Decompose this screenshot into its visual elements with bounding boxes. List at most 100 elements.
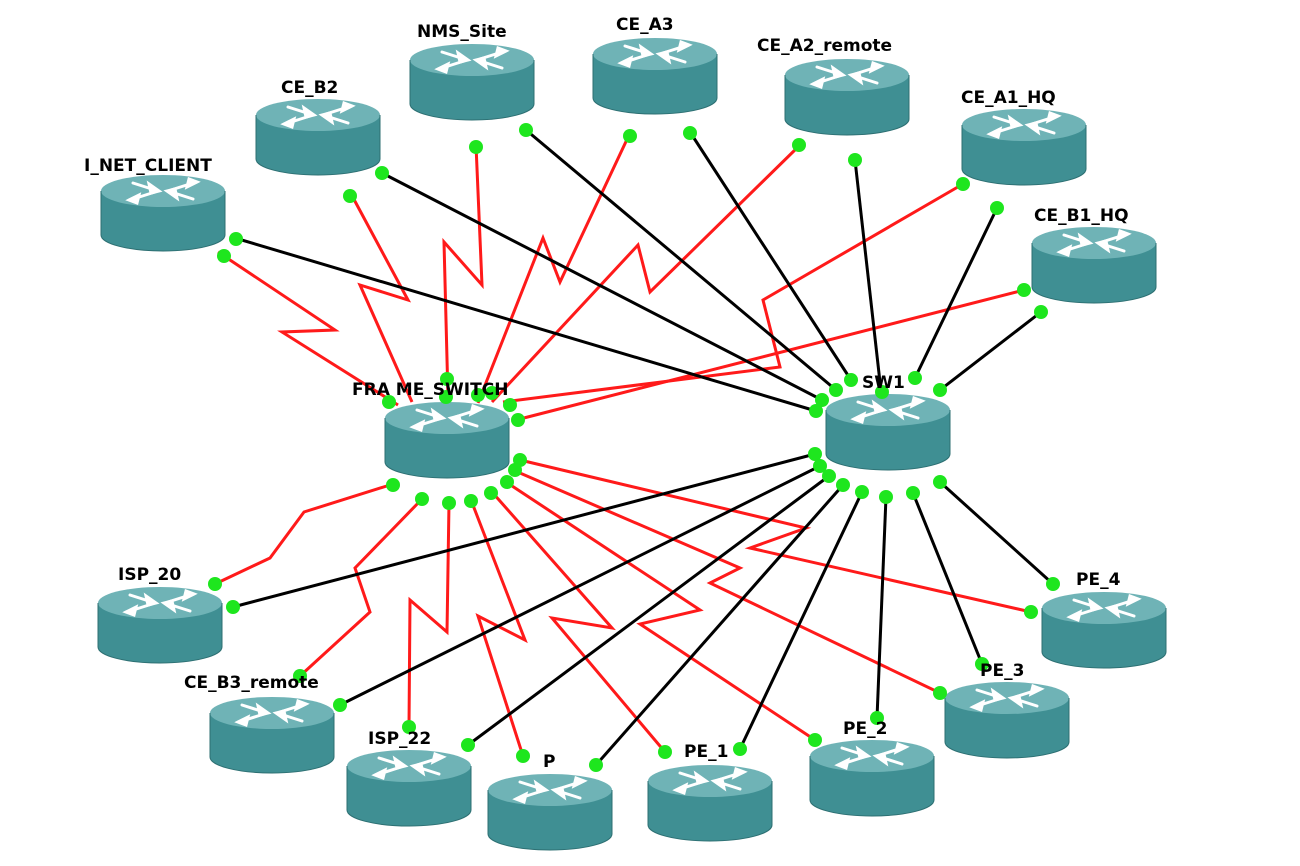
router-icon (208, 695, 336, 775)
ethernet-link-i-net-client[interactable] (234, 236, 817, 413)
router-ce-b1-hq[interactable] (1030, 225, 1158, 305)
serial-link-ce-b3-remote[interactable] (298, 497, 424, 678)
ethernet-link-ce-a1-hq[interactable] (913, 207, 999, 379)
device-label: CE_B2 (281, 78, 338, 98)
serial-link-pe-3[interactable] (512, 468, 941, 695)
router-nms-site[interactable] (408, 42, 536, 122)
serial-link-ce-a2-remote[interactable] (490, 143, 802, 404)
router-i-net-client[interactable] (99, 173, 227, 253)
port-indicator-icon (226, 600, 240, 614)
ethernet-link-ce-b3-remote[interactable] (339, 464, 821, 707)
ethernet-link-pe-1[interactable] (738, 491, 864, 750)
port-indicator-icon (503, 398, 517, 412)
device-label: CE_A2_remote (757, 36, 892, 56)
router-icon (96, 585, 224, 665)
port-indicator-icon (485, 386, 499, 400)
router-icon (783, 57, 911, 137)
router-icon (960, 107, 1088, 187)
serial-link-pe-4[interactable] (519, 458, 1032, 614)
router-pe-1[interactable] (646, 763, 774, 843)
port-indicator-icon (1034, 305, 1048, 319)
device-label: PE_1 (684, 742, 728, 762)
router-icon (943, 680, 1071, 760)
port-indicator-icon (442, 496, 456, 510)
serial-link-ce-b1-hq[interactable] (515, 288, 1025, 422)
router-pe-2[interactable] (808, 738, 936, 818)
device-label: ISP_20 (118, 565, 181, 585)
port-indicator-icon (343, 189, 357, 203)
port-indicator-icon (382, 395, 396, 409)
router-icon (824, 392, 952, 472)
router-icon (408, 42, 536, 122)
router-ce-b2[interactable] (254, 97, 382, 177)
ethernet-link-pe-4[interactable] (938, 480, 1055, 586)
router-icon (808, 738, 936, 818)
serial-link-p[interactable] (469, 499, 528, 757)
port-indicator-icon (829, 383, 843, 397)
port-indicator-icon (1017, 283, 1031, 297)
router-ce-a2-remote[interactable] (783, 57, 911, 137)
port-indicator-icon (933, 383, 947, 397)
port-indicator-icon (808, 447, 822, 461)
router-pe-3[interactable] (943, 680, 1071, 760)
port-indicator-icon (855, 485, 869, 499)
device-labels: NMS_Site CE_A3 CE_A2_remote CE_B2 CE_A1_… (84, 15, 1129, 772)
router-ce-a3[interactable] (591, 36, 719, 116)
serial-link-ce-b2[interactable] (348, 191, 414, 403)
serial-link-nms-site[interactable] (442, 144, 484, 399)
serial-link-ce-a3[interactable] (476, 132, 632, 404)
ethernet-link-isp-22[interactable] (467, 474, 830, 747)
port-indicator-icon (623, 129, 637, 143)
router-icon (1040, 590, 1168, 670)
router-ce-a1-hq[interactable] (960, 107, 1088, 187)
device-label: PE_4 (1076, 570, 1121, 590)
ethernet-link-nms-site[interactable] (525, 128, 837, 392)
port-indicator-icon (990, 201, 1004, 215)
serial-link-isp-22[interactable] (407, 502, 451, 728)
router-icon (646, 763, 774, 843)
ethernet-link-p[interactable] (594, 484, 845, 766)
port-indicator-icon (440, 372, 454, 386)
router-p[interactable] (486, 772, 614, 852)
ethernet-link-ce-a3[interactable] (688, 131, 853, 381)
port-indicator-icon (519, 123, 533, 137)
router-isp-20[interactable] (96, 585, 224, 665)
device-label: CE_A3 (616, 15, 674, 35)
port-indicator-icon (848, 153, 862, 167)
ethernet-link-ce-a2-remote[interactable] (853, 159, 884, 401)
router-isp-22[interactable] (345, 748, 473, 828)
ethernet-link-pe-2[interactable] (875, 496, 888, 719)
router-icon (591, 36, 719, 116)
port-indicator-icon (1046, 577, 1060, 591)
router-pe-4[interactable] (1040, 590, 1168, 670)
port-indicator-icon (229, 232, 243, 246)
serial-link-isp-20[interactable] (214, 482, 394, 586)
port-indicator-icon (933, 475, 947, 489)
device-label: I_NET_CLIENT (84, 156, 212, 176)
device-label: CE_A1_HQ (961, 88, 1056, 108)
port-indicator-icon (975, 657, 989, 671)
serial-link-ce-a1-hq[interactable] (502, 182, 964, 404)
ethernet-link-ce-b1-hq[interactable] (939, 310, 1042, 392)
ethernet-link-pe-3[interactable] (911, 492, 984, 665)
serial-link-pe-2[interactable] (505, 480, 816, 742)
port-indicator-icon (792, 138, 806, 152)
serial-link-i-net-client[interactable] (217, 250, 399, 407)
port-indicator-icon (813, 459, 827, 473)
port-indicator-icon (836, 478, 850, 492)
router-ce-b3-remote[interactable] (208, 695, 336, 775)
port-indicator-icon (875, 385, 889, 399)
ethernet-link-isp-20[interactable] (232, 452, 816, 609)
ethernet-link-ce-b2[interactable] (381, 171, 823, 402)
port-indicator-icon (683, 126, 697, 140)
port-indicator-icon (217, 249, 231, 263)
port-indicators (208, 123, 1060, 772)
router-sw1[interactable] (824, 392, 952, 472)
router-icon (99, 173, 227, 253)
port-indicator-icon (933, 686, 947, 700)
port-indicator-icon (500, 475, 514, 489)
serial-link-pe-1[interactable] (490, 491, 667, 753)
router-frame-switch[interactable] (383, 400, 511, 480)
port-indicator-icon (815, 393, 829, 407)
